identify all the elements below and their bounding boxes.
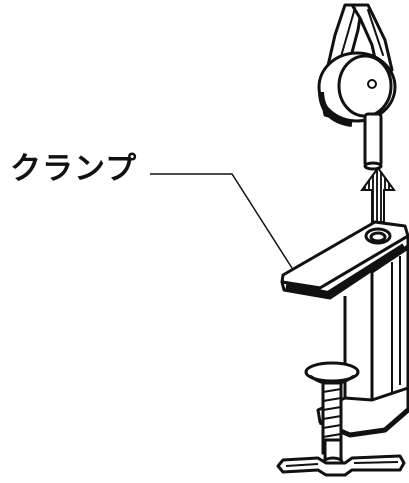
callout-leader-line xyxy=(150,174,292,268)
mounting-pin xyxy=(365,114,381,169)
arm-pivot-hub xyxy=(319,53,395,124)
clamp-callout-label: クランプ xyxy=(10,154,137,185)
clamp-body xyxy=(282,222,408,435)
up-arrow-icon xyxy=(362,168,394,222)
